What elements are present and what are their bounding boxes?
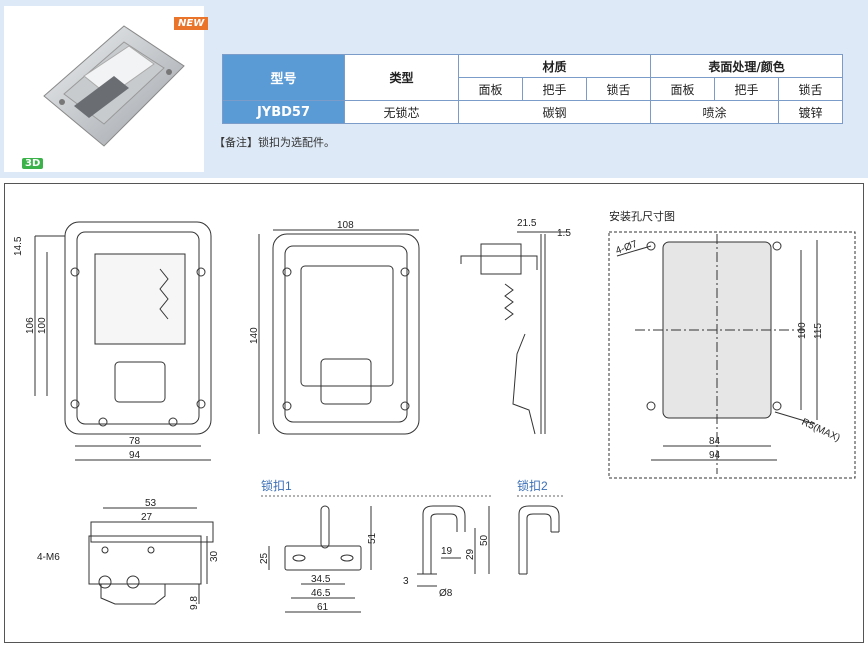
dim-61: 61 xyxy=(317,602,329,613)
dim-21-5: 21.5 xyxy=(517,218,537,229)
dim-mount-94: 94 xyxy=(709,450,721,461)
front-view xyxy=(34,221,212,461)
hook1-title: 锁扣1 xyxy=(261,478,292,493)
hook2-view xyxy=(518,505,560,575)
dim-46-5: 46.5 xyxy=(311,588,331,599)
product-header: NEW 3D 型号 类型 材质 表面处理/颜色 面板 把手 锁舌 面板 把手 锁… xyxy=(0,0,868,178)
sub-header: 把手 xyxy=(522,77,587,101)
dim-1-5: 1.5 xyxy=(557,228,571,239)
dim-radius: R5(MAX) xyxy=(800,417,842,444)
sub-header: 锁舌 xyxy=(585,77,652,101)
tongue-surface-cell: 镀锌 xyxy=(778,100,844,124)
type-cell: 无锁芯 xyxy=(344,100,459,124)
hook1-view xyxy=(268,505,372,613)
dim-25: 25 xyxy=(259,552,270,564)
col-material: 材质 xyxy=(457,54,652,78)
dim-mount-84: 84 xyxy=(709,436,721,447)
dim-50: 50 xyxy=(479,534,490,546)
dim-30: 30 xyxy=(209,550,220,562)
dim-3: 3 xyxy=(403,576,409,587)
dim-mount-100: 100 xyxy=(797,322,808,339)
dim-51: 51 xyxy=(367,532,378,544)
spec-note: 【备注】锁扣为选配件。 xyxy=(214,136,335,149)
hook2-title: 锁扣2 xyxy=(517,478,548,493)
mount-hole-diagram xyxy=(608,231,856,479)
product-photo: NEW 3D xyxy=(4,6,209,172)
sub-header: 锁舌 xyxy=(778,77,844,101)
bottom-view xyxy=(88,507,214,605)
side-view xyxy=(460,231,569,435)
dim-thread: 4-M6 xyxy=(37,552,60,563)
sub-header: 面板 xyxy=(458,77,523,101)
col-type: 类型 xyxy=(344,54,459,101)
spec-table: 型号 类型 材质 表面处理/颜色 面板 把手 锁舌 面板 把手 锁舌 JYBD5… xyxy=(222,54,844,124)
dim-100: 100 xyxy=(37,317,48,334)
dim-9-8: 9.8 xyxy=(189,596,200,610)
mount-title: 安装孔尺寸图 xyxy=(609,209,675,223)
surface-cell: 喷涂 xyxy=(650,100,780,124)
3d-badge[interactable]: 3D xyxy=(22,158,44,169)
dim-108: 108 xyxy=(337,220,354,231)
dim-106: 106 xyxy=(25,317,36,334)
dim-34-5: 34.5 xyxy=(311,574,331,585)
sub-header: 面板 xyxy=(650,77,716,101)
dim-78: 78 xyxy=(129,436,141,447)
new-badge: NEW xyxy=(174,17,209,30)
back-view xyxy=(258,229,420,435)
model-cell: JYBD57 xyxy=(222,100,345,124)
col-model: 型号 xyxy=(222,54,345,101)
dim-27: 27 xyxy=(141,512,153,523)
dim-hole: 4-Ø7 xyxy=(614,239,639,257)
sub-header: 把手 xyxy=(714,77,780,101)
dim-53: 53 xyxy=(145,498,157,509)
dim-29: 29 xyxy=(465,548,476,560)
dim-19: 19 xyxy=(441,546,453,557)
material-cell: 碳钢 xyxy=(457,100,652,124)
latch-3d-icon xyxy=(43,25,185,147)
dim-94: 94 xyxy=(129,450,141,461)
dim-8: Ø8 xyxy=(439,588,453,599)
dim-mount-115: 115 xyxy=(813,323,824,339)
dim-140: 140 xyxy=(249,327,260,344)
dim-14-5: 14.5 xyxy=(13,236,24,256)
hook1-side-view xyxy=(417,505,490,587)
technical-drawing: 14.5 106 100 78 94 108 140 21.5 1.5 xyxy=(4,183,864,643)
col-surface: 表面处理/颜色 xyxy=(650,54,844,78)
